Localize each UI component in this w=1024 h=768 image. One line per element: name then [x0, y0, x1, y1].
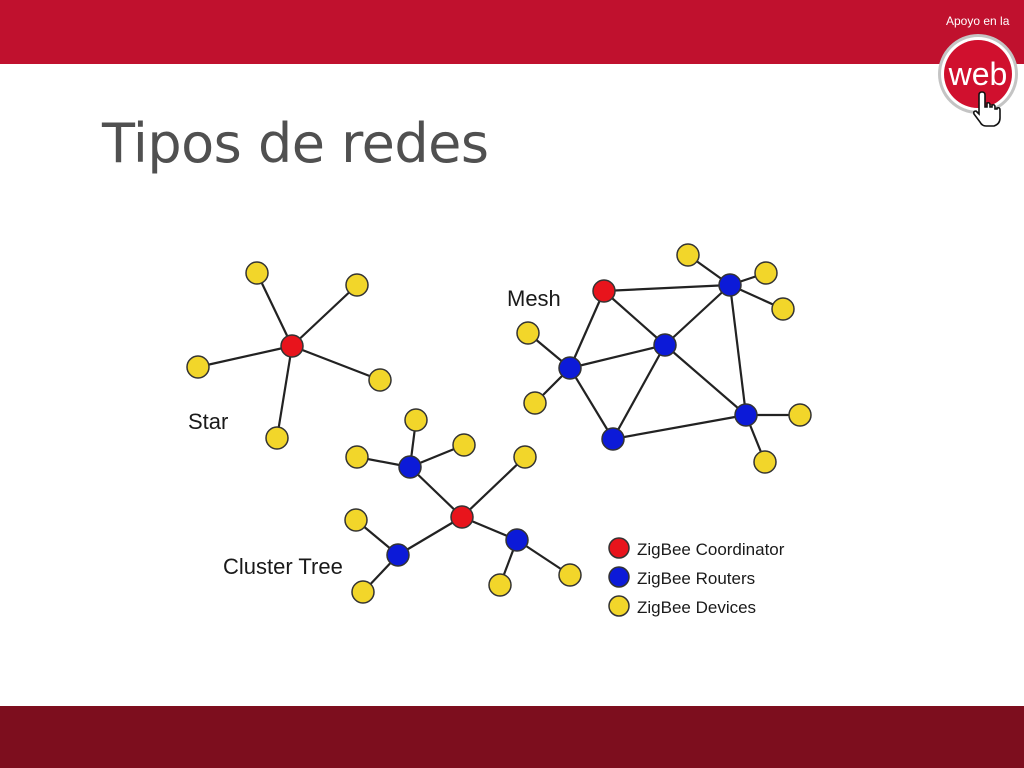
mesh-topology: [527, 254, 800, 463]
cluster-device-node: [452, 433, 476, 457]
mesh-device-node: [771, 297, 795, 321]
mesh-nodes: [516, 243, 812, 474]
mesh-coordinator-node: [592, 279, 616, 303]
star-label: Star: [188, 409, 228, 434]
legend-router-swatch: [608, 566, 630, 588]
logo[interactable]: web Apoyo en la: [930, 10, 1024, 130]
cluster-device-node: [513, 445, 537, 469]
cluster-device-node: [488, 573, 512, 597]
cluster-device-node: [345, 445, 369, 469]
mesh-device-node: [788, 403, 812, 427]
star-device-node: [265, 426, 289, 450]
logo-word: web: [948, 56, 1008, 92]
legend: ZigBee Coordinator ZigBee Routers ZigBee…: [608, 537, 785, 617]
star-nodes: [186, 261, 392, 450]
star-device-node: [186, 355, 210, 379]
mesh-router-node: [718, 273, 742, 297]
cluster-device-node: [404, 408, 428, 432]
cluster-tree-label: Cluster Tree: [223, 554, 343, 579]
legend-device-label: ZigBee Devices: [637, 598, 756, 617]
legend-coordinator-swatch: [608, 537, 630, 559]
cluster-device-node: [351, 580, 375, 604]
footer-bar: [0, 706, 1024, 768]
cluster-router-node: [505, 528, 529, 552]
mesh-label: Mesh: [507, 286, 561, 311]
star-device-node: [245, 261, 269, 285]
logo-caption: Apoyo en la: [946, 14, 1010, 28]
mesh-device-node: [676, 243, 700, 267]
page-title: Tipos de redes: [102, 112, 489, 175]
mesh-device-node: [754, 261, 778, 285]
mesh-router-node: [734, 403, 758, 427]
logo-web-icon: web: [938, 34, 1018, 127]
mesh-router-node: [558, 356, 582, 380]
mesh-router-node: [653, 333, 677, 357]
star-device-node: [345, 273, 369, 297]
zigbee-topology-diagram: Star Mesh Cluster Tree ZigBee Coordinato…: [186, 243, 812, 617]
cluster-router-node: [398, 455, 422, 479]
header-bar: [0, 0, 1024, 64]
mesh-device-node: [753, 450, 777, 474]
legend-coordinator-label: ZigBee Coordinator: [637, 540, 785, 559]
cluster-device-node: [344, 508, 368, 532]
legend-device-swatch: [608, 595, 630, 617]
cluster-tree-nodes: [344, 408, 582, 604]
star-coordinator-node: [280, 334, 304, 358]
cluster-router-node: [386, 543, 410, 567]
cluster-device-node: [558, 563, 582, 587]
mesh-device-node: [516, 321, 540, 345]
star-topology: [197, 272, 381, 439]
mesh-router-node: [601, 427, 625, 451]
star-device-node: [368, 368, 392, 392]
hand-cursor-icon: [972, 91, 1001, 127]
legend-router-label: ZigBee Routers: [637, 569, 755, 588]
mesh-device-node: [523, 391, 547, 415]
cluster-coordinator-node: [450, 505, 474, 529]
